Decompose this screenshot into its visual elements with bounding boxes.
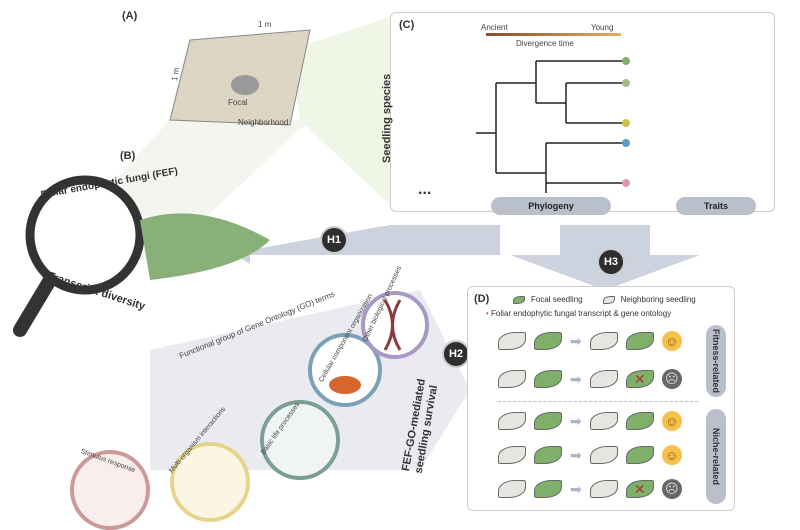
mitochondrion-icon (329, 376, 361, 394)
focal-area (231, 75, 259, 95)
phylogeny-tree (476, 57, 630, 193)
scenario-row: ➡☺ (498, 325, 698, 357)
panel-b-label: (B) (120, 150, 136, 162)
fungal-dots-icon: • (486, 309, 489, 318)
scenario-row: ➡ ✕ ☹ (498, 473, 698, 505)
focal-legend-icon (513, 295, 525, 304)
width-label: 1 m (258, 20, 272, 29)
zoom-cone-a-c (290, 15, 395, 210)
scenario-row: ➡☺ (498, 405, 698, 437)
niche-related-pill: Niche-related (706, 409, 726, 504)
go-circle-cellular (308, 333, 382, 407)
arrow-icon: ➡ (570, 370, 582, 387)
panel-c-label: (C) (399, 19, 415, 31)
divergence-label: Divergence time (516, 39, 574, 48)
panel-d: (D) Focal seedling Neighboring seedling … (467, 286, 735, 511)
scenario-row: ➡☺ (498, 439, 698, 471)
sad-face-icon: ☹ (661, 479, 682, 499)
phylogeny-pill: Phylogeny (491, 197, 611, 215)
leaf-under-lens (140, 213, 270, 280)
sad-face-icon: ☹ (661, 369, 682, 389)
panel-a-label: (A) (122, 10, 138, 22)
happy-face-icon: ☺ (661, 411, 682, 431)
panel-d-label: (D) (474, 293, 490, 305)
ancient-label: Ancient (481, 23, 508, 32)
go-circle-stimulus (70, 450, 150, 530)
arrow-icon: ➡ (570, 412, 582, 429)
magnifier-lens (25, 175, 145, 295)
divergence-arrow (486, 33, 621, 36)
focal-label: Focal (228, 98, 248, 107)
happy-face-icon: ☺ (661, 331, 682, 351)
go-circle-basic (260, 400, 340, 480)
happy-face-icon: ☺ (661, 445, 682, 465)
legend-neighbor: Neighboring seedling (620, 295, 696, 304)
seedling-species-label: Seedling species (381, 73, 393, 163)
h1-badge: H1 (320, 226, 348, 254)
legend-fungal: • Foliar endophytic fungal transcript & … (486, 309, 671, 318)
arrow-icon: ➡ (570, 332, 582, 349)
young-label: Young (591, 23, 614, 32)
ellipsis: ... (418, 181, 432, 198)
magnifier-handle (13, 273, 57, 337)
legend-focal: Focal seedling (531, 295, 583, 304)
go-circle-multiorganism (170, 442, 250, 522)
legend-fungal-text: Foliar endophytic fungal transcript & ge… (491, 309, 672, 318)
neighborhood-label: Neighborhood (238, 118, 289, 127)
panel-c: (C) Ancient Young Divergence time Seedli… (381, 12, 775, 215)
fitness-related-pill: Fitness-related (706, 325, 726, 397)
arrow-icon: ➡ (570, 480, 582, 497)
h1-arrow (250, 225, 500, 255)
scenario-row: ➡ ✕ ☹ (498, 363, 698, 395)
traits-pill: Traits (676, 197, 756, 215)
dead-leaf-icon: ✕ (625, 480, 654, 498)
h3-badge: H3 (597, 248, 625, 276)
divider (498, 401, 698, 402)
dead-leaf-icon: ✕ (625, 370, 654, 388)
arrow-icon: ➡ (570, 446, 582, 463)
dna-icon (383, 299, 402, 351)
go-circle-other (361, 291, 429, 359)
neighbor-legend-icon (602, 295, 615, 304)
